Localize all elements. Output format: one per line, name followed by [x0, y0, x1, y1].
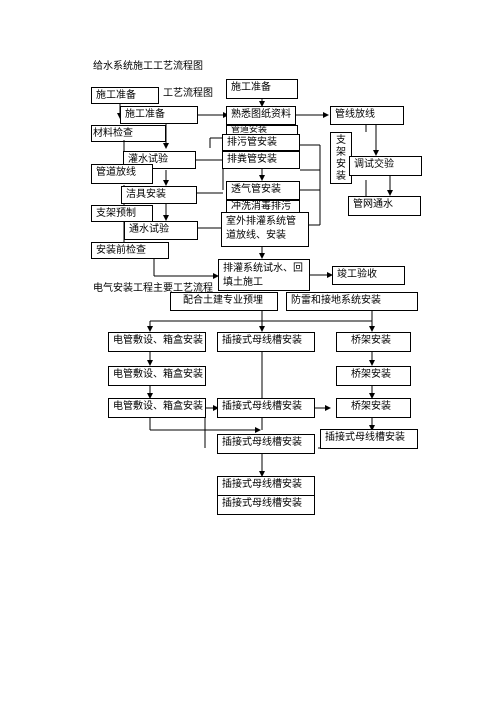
- box-outdoor-drain: 室外排灌系统管道放线、安装: [221, 212, 309, 247]
- box-completion-acceptance: 竣工验收: [332, 266, 405, 285]
- water-flow-title: 给水系统施工工艺流程图: [93, 61, 203, 72]
- electric-flow-title: 电气安装工程主要工艺流程: [93, 283, 213, 294]
- box-drain-test-backfill: 排灌系统试水、回填土施工: [218, 259, 310, 291]
- box-network-flow: 管网通水: [348, 196, 421, 216]
- box-prep-a: 施工准备: [91, 87, 159, 104]
- box-busway-6: 插接式母线槽安装: [217, 495, 315, 515]
- box-prep-c: 施工准备: [226, 79, 298, 99]
- box-pipeline-layout: 管线放线: [330, 106, 404, 125]
- box-sewage-pipe: 排污管安装: [222, 134, 300, 151]
- box-busway-4: 插接式母线槽安装: [217, 434, 315, 454]
- box-familiarize-drawings: 熟悉图纸资料: [226, 106, 296, 125]
- box-grounding: 防雷和接地系统安装: [286, 292, 418, 311]
- box-conduit-3: 电管敷设、箱盒安装: [108, 398, 206, 418]
- water-flow-title-overlap: 工艺流程图: [163, 88, 213, 99]
- box-tray-2: 桥架安装: [336, 366, 411, 386]
- box-busway-1: 插接式母线槽安装: [217, 332, 315, 352]
- box-civil-prep: 配合土建专业预埋: [170, 292, 278, 311]
- box-vent-pipe: 透气管安装: [226, 181, 300, 200]
- box-flow-test: 通水试验: [124, 221, 198, 240]
- box-conduit-1: 电管敷设、箱盒安装: [108, 332, 206, 352]
- box-debug-handover: 调试交验: [349, 156, 422, 176]
- box-conduit-2: 电管敷设、箱盒安装: [108, 366, 206, 386]
- box-tray-3: 桥架安装: [336, 398, 411, 418]
- box-pre-install-check: 安装前检查: [91, 242, 169, 259]
- box-fixture-install: 洁具安装: [121, 186, 197, 204]
- box-prep-b: 施工准备: [120, 106, 198, 124]
- box-material-check: [91, 125, 166, 142]
- box-drain-pipe: 排粪管安装: [222, 151, 300, 169]
- box-busway-3: 插接式母线槽安装: [320, 429, 418, 449]
- box-bracket-install: 支架安装: [330, 132, 352, 184]
- label-material-check: 材料检查: [93, 128, 133, 139]
- box-bracket-prefab: 支架预制: [91, 205, 153, 222]
- box-busway-2: 插接式母线槽安装: [217, 398, 315, 418]
- box-tray-1: 桥架安装: [336, 332, 411, 352]
- box-pipe-layout: 管道放线: [91, 164, 153, 184]
- box-busway-5: 插接式母线槽安装: [217, 476, 315, 496]
